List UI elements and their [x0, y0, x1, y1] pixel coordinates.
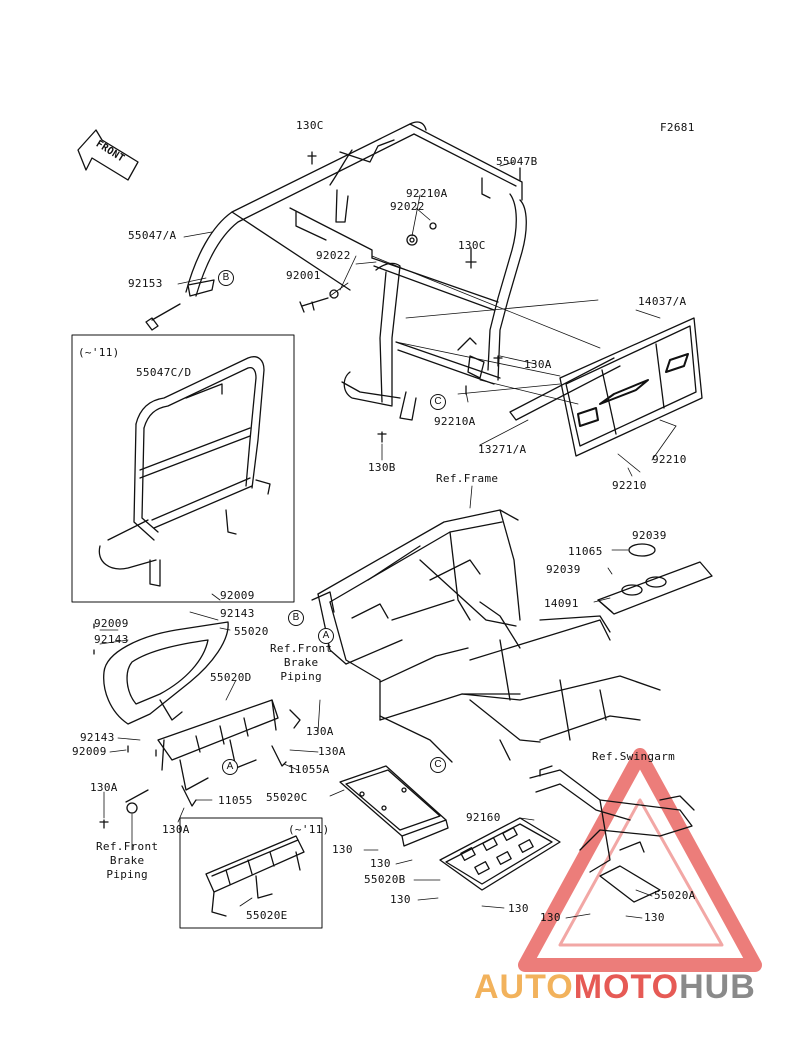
label-130-a: 130	[332, 843, 353, 856]
watermark-moto: MOTO	[573, 968, 680, 1006]
callout-b-mid: B	[288, 610, 304, 626]
bracket-55020d	[158, 700, 278, 790]
label-92210-a: 92210	[652, 453, 687, 466]
label-55047b: 55047B	[496, 155, 538, 168]
skid-plate-55020c	[340, 766, 448, 846]
label-130-f: 130	[644, 911, 665, 924]
label-92022-b: 92022	[316, 249, 351, 262]
inset-year-bottom: (~'11)	[288, 823, 330, 836]
label-130a-b3: 130A	[90, 781, 118, 794]
label-14037a: 14037/A	[638, 295, 687, 308]
watermark-logo: AUTOMOTOHUB	[474, 968, 756, 1007]
label-55020d: 55020D	[210, 671, 252, 684]
rops-frame	[186, 122, 526, 420]
label-55020: 55020	[234, 625, 269, 638]
label-92153: 92153	[128, 277, 163, 290]
label-92143-b: 92143	[94, 633, 129, 646]
label-130a-b2: 130A	[318, 745, 346, 758]
label-92009-b: 92009	[94, 617, 129, 630]
label-13271a: 13271/A	[478, 443, 527, 456]
leader-lines	[100, 162, 676, 918]
label-11055a: 11055A	[288, 763, 330, 776]
label-130-c: 130	[390, 893, 411, 906]
label-55047a: 55047/A	[128, 229, 177, 242]
label-11065: 11065	[568, 545, 603, 558]
skid-plate-55020b	[440, 818, 560, 890]
callout-a-mid: A	[318, 628, 334, 644]
label-130b: 130B	[368, 461, 396, 474]
label-55020e: 55020E	[246, 909, 288, 922]
label-55047cd: 55047C/D	[136, 366, 192, 379]
label-92009-c: 92009	[72, 745, 107, 758]
seat-plate	[598, 544, 712, 614]
label-92210a-mid: 92210A	[434, 415, 476, 428]
ref-swingarm: Ref.Swingarm	[592, 750, 676, 763]
label-92039-b: 92039	[546, 563, 581, 576]
label-55020b: 55020B	[364, 873, 406, 886]
label-11055: 11055	[218, 794, 253, 807]
ref-front-brake-left: Ref.Front Brake Piping	[96, 840, 159, 881]
label-55020c: 55020C	[266, 791, 308, 804]
callout-a-low: A	[222, 759, 238, 775]
watermark-triangle-inner	[560, 800, 722, 945]
front-arrow-icon	[78, 130, 138, 180]
strap	[510, 358, 620, 420]
label-92160: 92160	[466, 811, 501, 824]
label-130a-right: 130A	[524, 358, 552, 371]
bolts-upper	[146, 152, 502, 442]
label-92022-a: 92022	[390, 200, 425, 213]
label-130-d: 130	[508, 902, 529, 915]
label-130c-mid: 130C	[458, 239, 486, 252]
ref-front-brake-right: Ref.Front Brake Piping	[270, 642, 333, 683]
label-92039-a: 92039	[632, 529, 667, 542]
label-92001: 92001	[286, 269, 321, 282]
inset-frame-top	[72, 335, 294, 602]
label-130c-top: 130C	[296, 119, 324, 132]
small-parts-left	[94, 624, 300, 828]
front-guard	[104, 622, 228, 724]
label-130a-b1: 130A	[306, 725, 334, 738]
callout-c-top: C	[430, 394, 446, 410]
label-130-e: 130	[540, 911, 561, 924]
label-92009-a: 92009	[220, 589, 255, 602]
label-130-b: 130	[370, 857, 391, 870]
main-chassis-frame	[312, 510, 660, 762]
label-92210-b: 92210	[612, 479, 647, 492]
inset-bracket-55020e	[206, 836, 304, 916]
figure-code: F2681	[660, 121, 695, 134]
assembly-guide-lines	[372, 256, 676, 472]
callout-b-top: B	[218, 270, 234, 286]
inset-frame-bottom	[180, 818, 322, 928]
watermark-auto: AUTO	[474, 968, 574, 1006]
cargo-net	[560, 318, 702, 456]
label-92210a-top: 92210A	[406, 187, 448, 200]
inset-year-top: (~'11)	[78, 346, 120, 359]
label-92143-a: 92143	[220, 607, 255, 620]
label-55020a: 55020A	[654, 889, 696, 902]
label-14091: 14091	[544, 597, 579, 610]
watermark-triangle	[525, 755, 755, 965]
swingarm	[530, 766, 694, 902]
callout-c-mid: C	[430, 757, 446, 773]
label-130a-b4: 130A	[162, 823, 190, 836]
ref-frame: Ref.Frame	[436, 472, 499, 485]
label-92143-c: 92143	[80, 731, 115, 744]
inset-rops-frame	[99, 357, 270, 586]
watermark-hub: HUB	[679, 968, 756, 1006]
